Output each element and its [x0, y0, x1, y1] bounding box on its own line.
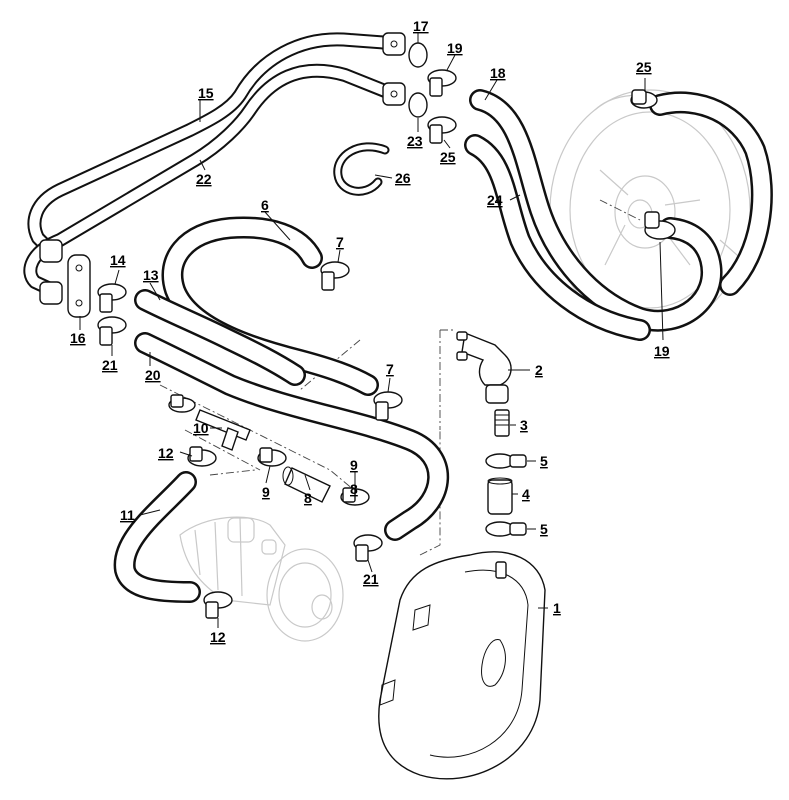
- callout-24: 24: [487, 192, 503, 208]
- clamp-19-right: [644, 211, 676, 240]
- callout-2: 2: [535, 362, 543, 378]
- hose-20: [134, 332, 450, 541]
- callout-16: 16: [70, 330, 86, 346]
- flange-23: [382, 82, 428, 118]
- clamp-5a: [485, 453, 527, 469]
- callout-14: 14: [110, 252, 126, 268]
- callout-12-lower: 12: [210, 629, 226, 645]
- hose-11: [113, 471, 201, 603]
- clamp-21-lower: [353, 534, 383, 562]
- clamp-21-left: [97, 316, 127, 346]
- hose-18: [469, 89, 723, 332]
- callout-9-left: 9: [262, 484, 270, 500]
- hose-15: [27, 32, 397, 255]
- clamp-9-left: [257, 447, 287, 467]
- callout-4: 4: [522, 486, 530, 502]
- callout-3: 3: [520, 417, 528, 433]
- hose-6: [161, 216, 379, 396]
- callout-22: 22: [196, 171, 212, 187]
- fan-wheel-ghost: [549, 89, 751, 331]
- clamp-7-upper: [320, 261, 350, 291]
- callout-10: 10: [193, 420, 209, 436]
- callout-25-top: 25: [636, 59, 652, 75]
- clip-26: [333, 142, 390, 196]
- callout-15: 15: [198, 85, 214, 101]
- clamp-25-mid: [427, 116, 457, 144]
- callout-7-lower: 7: [386, 361, 394, 377]
- callout-labels: 1 2 3 5 4 5 6 7 7 8 8 9 9 10 11 12 12 13…: [70, 18, 670, 645]
- clamp-25-top: [630, 89, 658, 109]
- leader-lines: [79, 32, 664, 628]
- clamp-12-upper: [187, 446, 217, 467]
- clamp-top-left-10: [168, 394, 196, 413]
- flange-17: [382, 32, 428, 68]
- clamp-14: [97, 283, 127, 313]
- clamp-19-top: [427, 69, 457, 97]
- callout-6: 6: [261, 197, 269, 213]
- callout-7-upper: 7: [336, 234, 344, 250]
- callout-12-upper: 12: [158, 445, 174, 461]
- hose-24: [464, 134, 651, 341]
- callout-19-top: 19: [447, 40, 463, 56]
- callout-11: 11: [120, 507, 135, 523]
- callout-5-lower: 5: [540, 521, 548, 537]
- clamp-7-lower: [373, 391, 403, 421]
- pump-motor-ghost: [179, 516, 344, 642]
- callout-5-upper: 5: [540, 453, 548, 469]
- callout-23: 23: [407, 133, 423, 149]
- callout-18: 18: [490, 65, 506, 81]
- callout-9-right: 9: [350, 457, 358, 473]
- flange-16: [39, 239, 91, 318]
- clamp-5b: [485, 521, 527, 537]
- elbow-connector-2: [456, 331, 512, 404]
- callout-21-left: 21: [102, 357, 118, 373]
- nipple-3: [494, 409, 510, 437]
- callout-8-upper: 8: [350, 481, 358, 497]
- hose-25: [649, 91, 773, 296]
- hose-13: [134, 289, 306, 386]
- callout-13: 13: [143, 267, 159, 283]
- callout-19-right: 19: [654, 343, 670, 359]
- sleeve-4: [487, 477, 513, 515]
- tank-1: [378, 551, 546, 780]
- clamp-12-lower: [203, 591, 233, 619]
- hose-22: [23, 63, 397, 295]
- tee-fitting-10: [195, 409, 251, 451]
- callout-21-lower: 21: [363, 571, 379, 587]
- callout-20: 20: [145, 367, 161, 383]
- callout-8-lower: 8: [304, 490, 312, 506]
- callout-26: 26: [395, 170, 411, 186]
- sleeve-8: [282, 466, 331, 503]
- callout-1: 1: [553, 600, 561, 616]
- callout-25-mid: 25: [440, 149, 456, 165]
- callout-17: 17: [413, 18, 429, 34]
